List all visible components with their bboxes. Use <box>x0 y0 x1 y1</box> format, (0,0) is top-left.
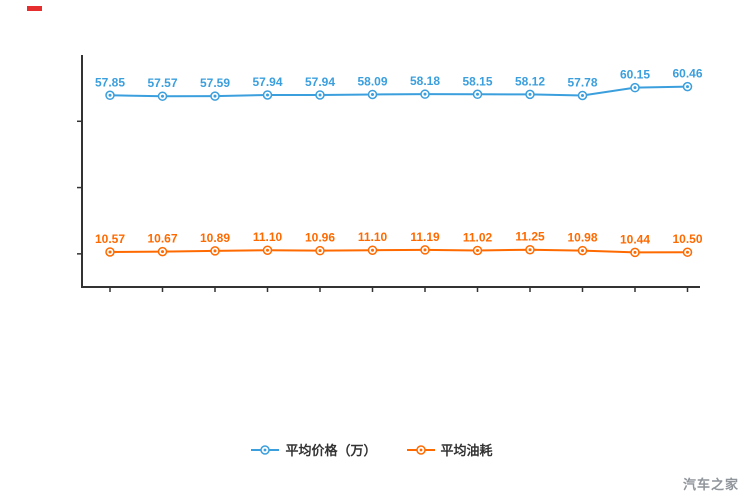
legend-item-average-price[interactable]: 平均价格（万） <box>251 440 377 459</box>
data-point-label: 10.67 <box>147 232 177 246</box>
watermark-autohome: 汽车之家 <box>682 477 739 492</box>
data-point-label: 10.96 <box>305 231 335 245</box>
data-point-dot <box>371 248 374 252</box>
data-point-dot <box>213 94 217 98</box>
data-point-label: 58.15 <box>462 74 492 88</box>
data-point-dot <box>108 93 112 97</box>
data-point-dot <box>266 93 269 97</box>
legend-label-average-fuel: 平均油耗 <box>440 443 493 458</box>
data-point-label: 57.57 <box>147 76 177 90</box>
data-point-label: 58.09 <box>357 74 387 88</box>
data-point-dot <box>266 248 269 252</box>
data-point-label: 10.50 <box>672 232 702 246</box>
data-point-dot <box>476 248 479 252</box>
data-point-label: 57.59 <box>200 76 230 90</box>
legend-label-average-price: 平均价格（万） <box>285 443 377 458</box>
data-point-label: 60.15 <box>620 68 650 82</box>
data-point-dot <box>318 249 322 253</box>
data-point-dot <box>633 250 637 254</box>
data-point-dot <box>528 248 532 252</box>
data-point-label: 11.19 <box>410 230 440 244</box>
data-point-dot <box>686 85 689 89</box>
data-point-label: 11.25 <box>515 230 545 244</box>
series-line-0 <box>109 85 688 98</box>
data-point-label: 57.85 <box>95 75 125 89</box>
line-marker-icon <box>251 444 280 455</box>
series-line-1 <box>109 248 688 254</box>
data-point-dot <box>318 93 322 97</box>
data-point-label: 10.57 <box>95 232 125 246</box>
data-point-dot <box>581 94 584 98</box>
data-point-label: 10.44 <box>620 232 650 246</box>
data-point-label: 10.98 <box>567 231 597 245</box>
data-point-label: 58.18 <box>410 74 440 88</box>
data-point-label: 11.10 <box>253 230 283 244</box>
data-point-dot <box>161 250 164 254</box>
data-point-label: 57.94 <box>252 75 282 89</box>
top-left-red-mark <box>27 6 42 11</box>
data-point-dot <box>423 248 427 252</box>
data-point-dot <box>108 250 112 254</box>
data-point-dot <box>633 86 637 90</box>
line-marker-icon <box>406 444 435 455</box>
data-point-dot <box>423 92 427 96</box>
data-point-label: 11.02 <box>463 230 493 244</box>
data-point-label: 57.78 <box>567 76 597 90</box>
data-point-dot <box>161 94 164 98</box>
data-point-label: 57.94 <box>305 75 335 89</box>
data-point-label: 11.10 <box>358 230 388 244</box>
data-point-dot <box>686 250 689 254</box>
data-point-label: 10.89 <box>200 231 230 245</box>
legend-item-average-fuel[interactable]: 平均油耗 <box>406 440 493 459</box>
data-point-dot <box>371 92 374 96</box>
data-point-dot <box>213 249 217 253</box>
data-point-dot <box>476 92 479 96</box>
chart-legend: 平均价格（万） 平均油耗 <box>0 440 744 459</box>
data-point-label: 58.12 <box>515 74 545 88</box>
data-point-label: 60.46 <box>672 67 702 81</box>
data-point-dot <box>581 249 584 253</box>
data-point-dot <box>528 92 532 96</box>
